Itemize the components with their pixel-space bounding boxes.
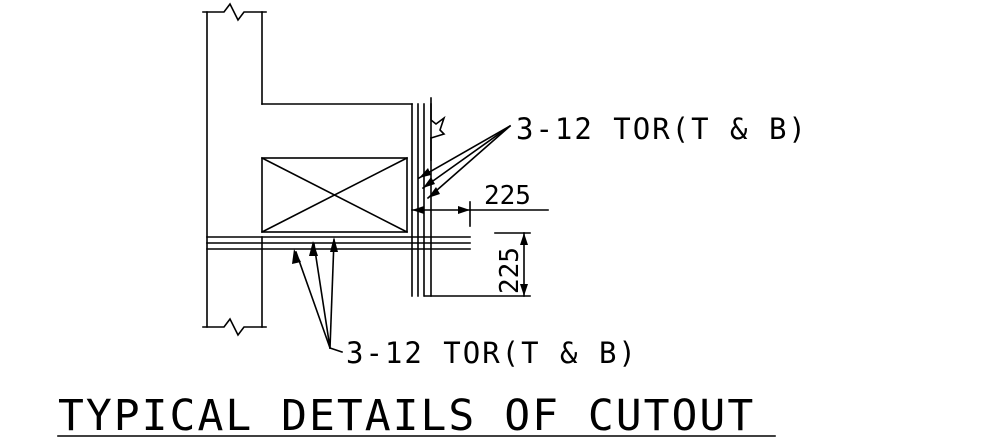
arrowhead-dim-h-1	[412, 206, 424, 214]
wall-outline	[202, 2, 413, 337]
arrowhead-bottom-3	[330, 237, 338, 252]
dimension-vertical-label: 225	[495, 247, 525, 294]
vertical-rebars	[411, 97, 531, 297]
arrowhead-bottom-1	[292, 249, 301, 264]
drawing-title: TYPICAL DETAILS OF CUTOUT	[58, 391, 755, 441]
arrowhead-dim-h-2	[458, 206, 470, 214]
bottom-bars-label: 3-12 TOR(T & B)	[346, 336, 638, 370]
arrowhead-bottom-2	[309, 241, 318, 256]
cutout-opening	[260, 156, 409, 234]
horizontal-rebars	[206, 236, 471, 250]
arrowhead-dim-v-2	[520, 284, 528, 296]
arrowhead-top-1	[419, 168, 431, 178]
arrowhead-dim-v-1	[520, 233, 528, 245]
top-bars-leaders	[417, 124, 512, 200]
arrowhead-top-2	[423, 177, 435, 188]
arrowhead-top-3	[428, 187, 440, 198]
bottom-bars-leaders	[294, 239, 344, 354]
top-bars-label: 3-12 TOR(T & B)	[516, 112, 808, 146]
dimension-horizontal-label: 225	[484, 181, 531, 211]
